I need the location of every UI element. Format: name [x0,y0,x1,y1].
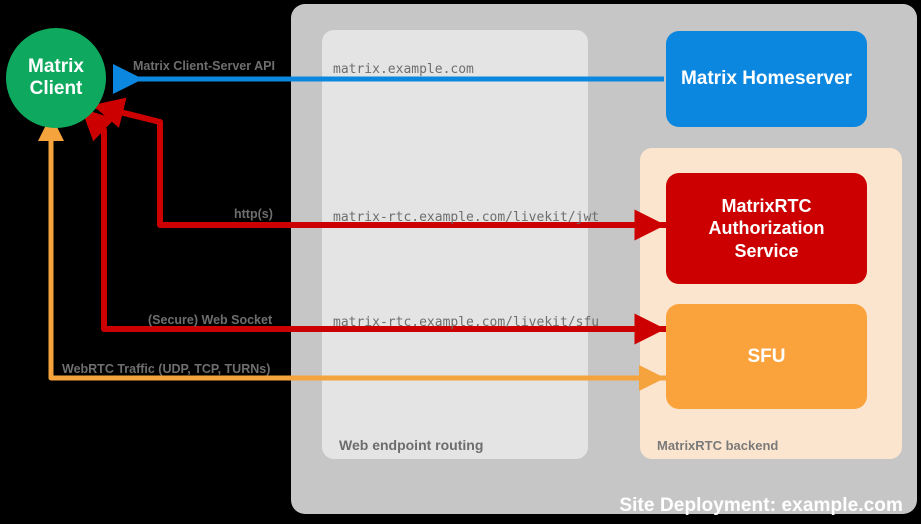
node-sfu[interactable]: SFU [666,304,867,409]
node-matrix-client-line2: Client [29,78,83,99]
endpoint-label-livekit-sfu: matrix-rtc.example.com/livekit/sfu [333,315,600,330]
node-matrix-homeserver-label: Matrix Homeserver [680,68,853,89]
node-matrixrtc-auth-line2: Authorization [708,218,825,239]
node-sfu-label: SFU [747,345,786,367]
edge-label-client-server-api: Matrix Client-Server API [133,59,275,73]
node-matrix-client-line1: Matrix [28,55,84,77]
node-matrixrtc-auth-line3: Service [734,240,799,261]
endpoint-label-matrix: matrix.example.com [333,62,474,77]
node-matrixrtc-authorization-service[interactable]: MatrixRTC Authorization Service [666,173,867,284]
node-matrix-homeserver[interactable]: Matrix Homeserver [666,31,867,127]
node-matrix-client[interactable]: Matrix Client [6,28,106,128]
endpoint-label-livekit-jwt: matrix-rtc.example.com/livekit/jwt [333,210,600,225]
web-endpoint-routing-label: Web endpoint routing [339,437,484,453]
edge-label-websocket: (Secure) Web Socket [148,313,273,327]
web-endpoint-routing-container [322,30,588,459]
matrixrtc-backend-label: MatrixRTC backend [657,438,779,453]
edge-label-webrtc-traffic: WebRTC Traffic (UDP, TCP, TURNs) [62,362,271,376]
site-deployment-label: Site Deployment: example.com [619,495,903,516]
edge-label-https: http(s) [234,207,273,221]
node-matrixrtc-auth-line1: MatrixRTC [721,195,812,216]
